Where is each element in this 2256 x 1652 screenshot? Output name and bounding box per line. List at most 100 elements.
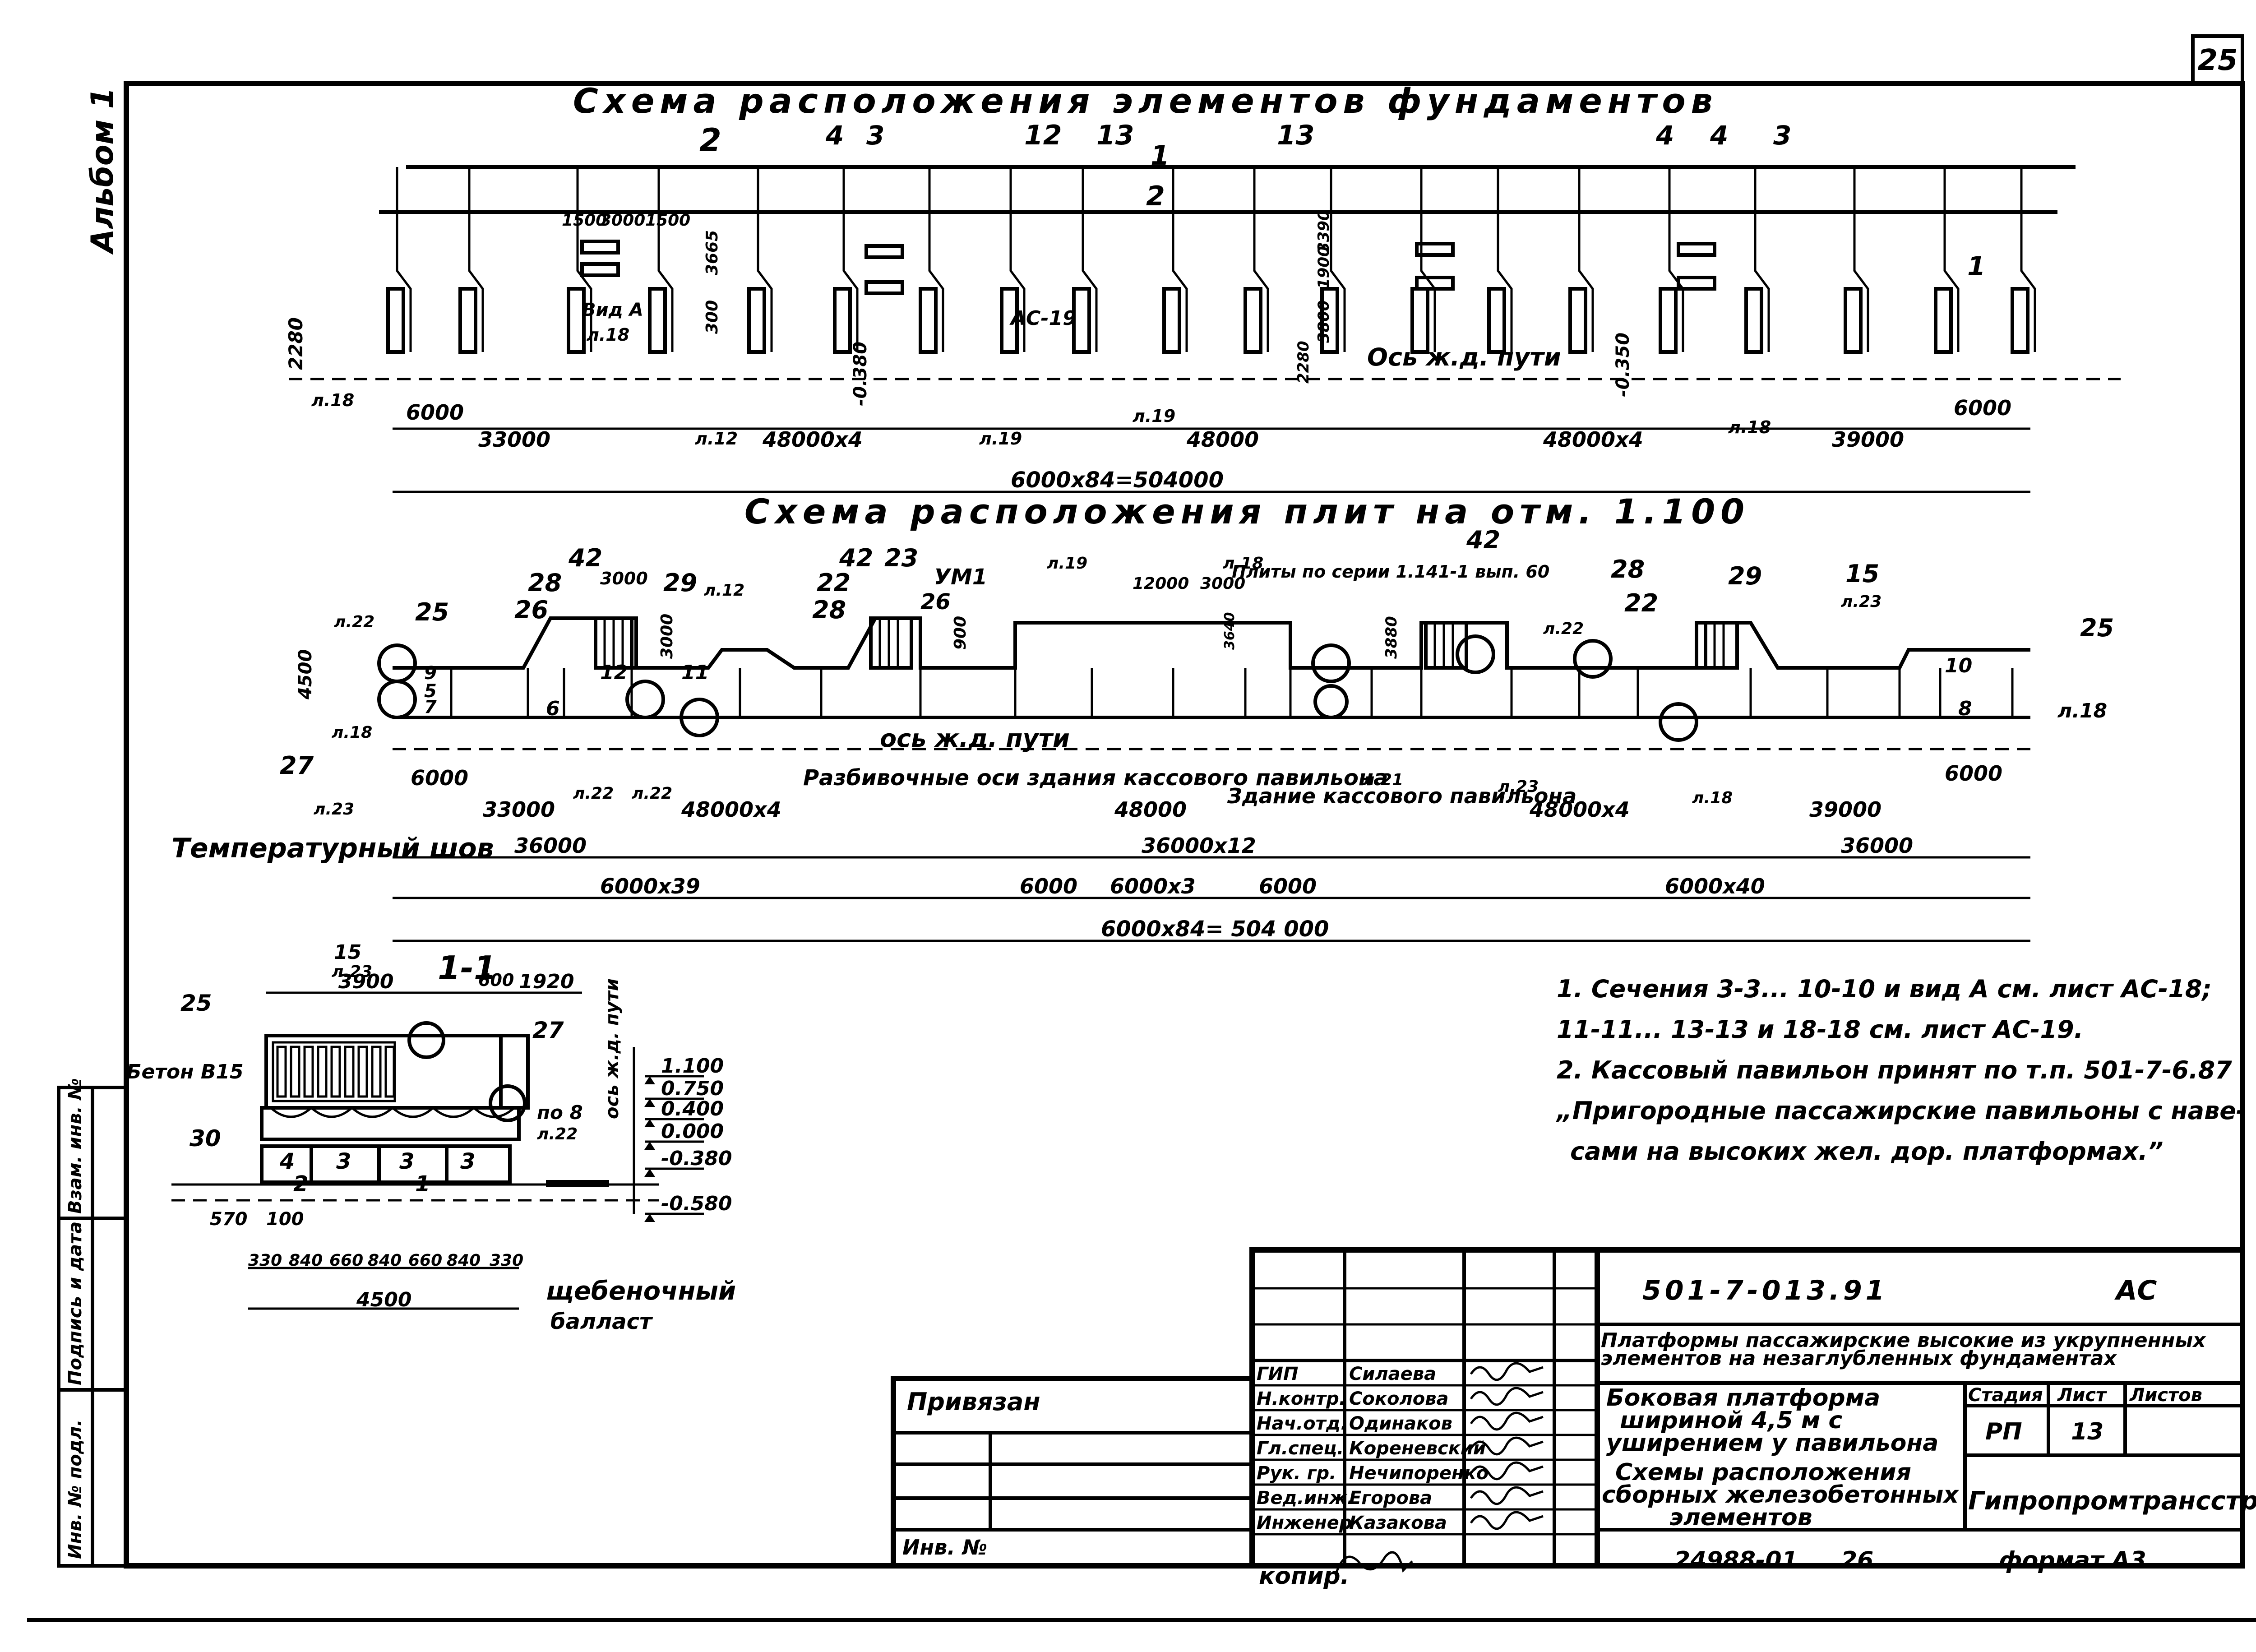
sp-dim-4500: 4500 xyxy=(295,649,316,700)
slab-no-28a: 28 xyxy=(528,569,562,597)
sp-dim-3640: 3640 xyxy=(1222,612,1238,650)
sp-dim-12000: 12000 xyxy=(1133,574,1189,593)
slab-rib xyxy=(357,1046,368,1098)
foundation-block xyxy=(919,287,938,354)
section-mark-4c: 4 xyxy=(1710,120,1728,151)
slab-no-6a: 6 xyxy=(546,697,560,720)
section-1-1: 1-1 15 л.23 25 27 30 4 3 3 2 1 3 по 8 л.… xyxy=(126,941,736,1334)
foundation-block xyxy=(1320,287,1339,354)
format-label: формат А3 xyxy=(1999,1547,2146,1574)
fp-dim-1900: 1900 xyxy=(1315,246,1333,289)
slab-no-42c: 42 xyxy=(1466,526,1500,554)
slab-no-23a: 23 xyxy=(884,544,918,572)
callout-circle-10 xyxy=(1573,639,1613,679)
slab-no-25a: 25 xyxy=(415,598,449,626)
sheet-number-box xyxy=(2191,34,2244,85)
foundation-block xyxy=(1568,287,1587,354)
slab-rib xyxy=(330,1046,341,1098)
level-value: -0.580 xyxy=(661,1192,732,1215)
slab-no-5a: 5 xyxy=(424,681,437,702)
slab-no-22a: 22 xyxy=(817,569,851,597)
fp-level-0350: -0.350 xyxy=(1613,333,1633,397)
sec-label-25: 25 xyxy=(180,990,212,1016)
slab-rib xyxy=(276,1046,287,1098)
stair-block-4 xyxy=(1695,621,1739,670)
slab-plan: Схема расположения плит на отм. 1.100 ос… xyxy=(171,491,2114,942)
stage-value: РП xyxy=(1985,1418,2022,1445)
foundation-block xyxy=(567,287,586,354)
frame-post xyxy=(396,212,412,352)
frame-post xyxy=(1754,212,1770,352)
strip-inv-orig: Инв. № подл. xyxy=(65,1419,86,1559)
sp-ref-6: л.12 xyxy=(704,581,744,600)
ballast-label-1: щебеночный xyxy=(546,1277,736,1306)
sp-dim-33000: 33000 xyxy=(483,797,555,822)
fp-dim-48000: 48000 xyxy=(1186,427,1259,452)
foundation-block xyxy=(747,287,766,354)
fp-dim-total: 6000x84=504000 xyxy=(1011,467,1224,493)
sp-dim-36000a: 36000 xyxy=(514,833,587,858)
pad-arch xyxy=(351,1107,393,1118)
note-line-3: 2. Кассовый павильон принят по т.п. 501-… xyxy=(1557,1056,2232,1084)
sheet-header: Лист xyxy=(2057,1385,2108,1406)
pad-arch xyxy=(392,1107,434,1118)
sec-dim-100: 100 xyxy=(266,1209,304,1230)
stair-block-1 xyxy=(594,616,638,670)
bound-label: Привязан xyxy=(907,1388,1040,1416)
fp-dim-300: 300 xyxy=(703,300,721,334)
section-mark-12: 12 xyxy=(1024,120,1062,151)
level-triangle-icon xyxy=(644,1169,655,1177)
slab-no-42b: 42 xyxy=(839,544,873,572)
sp-dim-48000x4a: 48000x4 xyxy=(681,797,781,822)
frame-post xyxy=(1578,212,1594,352)
level-value: 1.100 xyxy=(661,1055,724,1078)
sec-dim-b3: 660 xyxy=(329,1251,363,1270)
tb-person: Егорова xyxy=(1349,1488,1432,1509)
element-ac19: АС-19 xyxy=(1009,307,1077,330)
left-stamp-strip: Взам. инв. № Подпись и дата Инв. № подл. xyxy=(57,1078,128,1568)
fp-dim-39000: 39000 xyxy=(1832,427,1904,452)
frame-post xyxy=(1082,212,1098,352)
sp-ref-10: л.23 xyxy=(1498,777,1539,796)
signature xyxy=(1470,1362,1544,1381)
pad-arch xyxy=(270,1107,312,1118)
slab-no-8: 8 xyxy=(1958,697,1972,720)
sp-ref-13: л.23 xyxy=(1841,592,1882,611)
fp-dim-2280b: 2280 xyxy=(1294,341,1313,384)
slab-rib xyxy=(317,1046,328,1098)
foundation-block xyxy=(1934,287,1953,354)
slab-plate xyxy=(1415,276,1455,291)
foundation-block xyxy=(1744,287,1763,354)
slab-rib xyxy=(303,1046,314,1098)
frame-post xyxy=(1853,212,1869,352)
foundation-block xyxy=(1244,287,1262,354)
slab-plate xyxy=(1677,242,1716,257)
sp-dim-36000b: 36000 xyxy=(1841,833,1913,858)
sheet-title-2: сборных железобетонных xyxy=(1602,1481,1959,1509)
sp-ref-9: л.21 xyxy=(1363,771,1403,789)
sheet-number: 25 xyxy=(2197,44,2238,77)
slab-no-7: 7 xyxy=(424,697,437,717)
foundation-block xyxy=(833,287,852,354)
sp-ref-14: л.18 xyxy=(2057,699,2107,722)
sp-dim-total: 6000x84= 504 000 xyxy=(1101,916,1329,942)
level-triangle-icon xyxy=(644,1214,655,1222)
sp-dim-6000x40: 6000x40 xyxy=(1665,874,1765,898)
pad-arch xyxy=(473,1107,515,1118)
fp-dim-33000: 33000 xyxy=(478,427,550,452)
concrete-label: Бетон В15 xyxy=(126,1060,244,1083)
frame-post xyxy=(576,212,592,352)
level-triangle-icon xyxy=(644,1099,655,1107)
section-mark-1b: 1 xyxy=(1967,251,1985,282)
note-line-1: 1. Сечения 3-3... 10-10 и вид А см. лист… xyxy=(1557,975,2212,1003)
sp-ref-4: л.22 xyxy=(573,784,614,803)
slab-rib xyxy=(384,1046,395,1098)
frame-post xyxy=(1497,212,1513,352)
sec-dim-b6: 840 xyxy=(447,1251,481,1270)
sp-dim-3000a: 3000 xyxy=(600,569,648,588)
slab-no-11a: 11 xyxy=(681,661,709,684)
note-line-2: 11-11... 13-13 и 18-18 см. лист АС-19. xyxy=(1557,1015,2083,1044)
bottom-number: 26 xyxy=(1841,1547,1873,1574)
level-value: 0.750 xyxy=(661,1077,724,1100)
